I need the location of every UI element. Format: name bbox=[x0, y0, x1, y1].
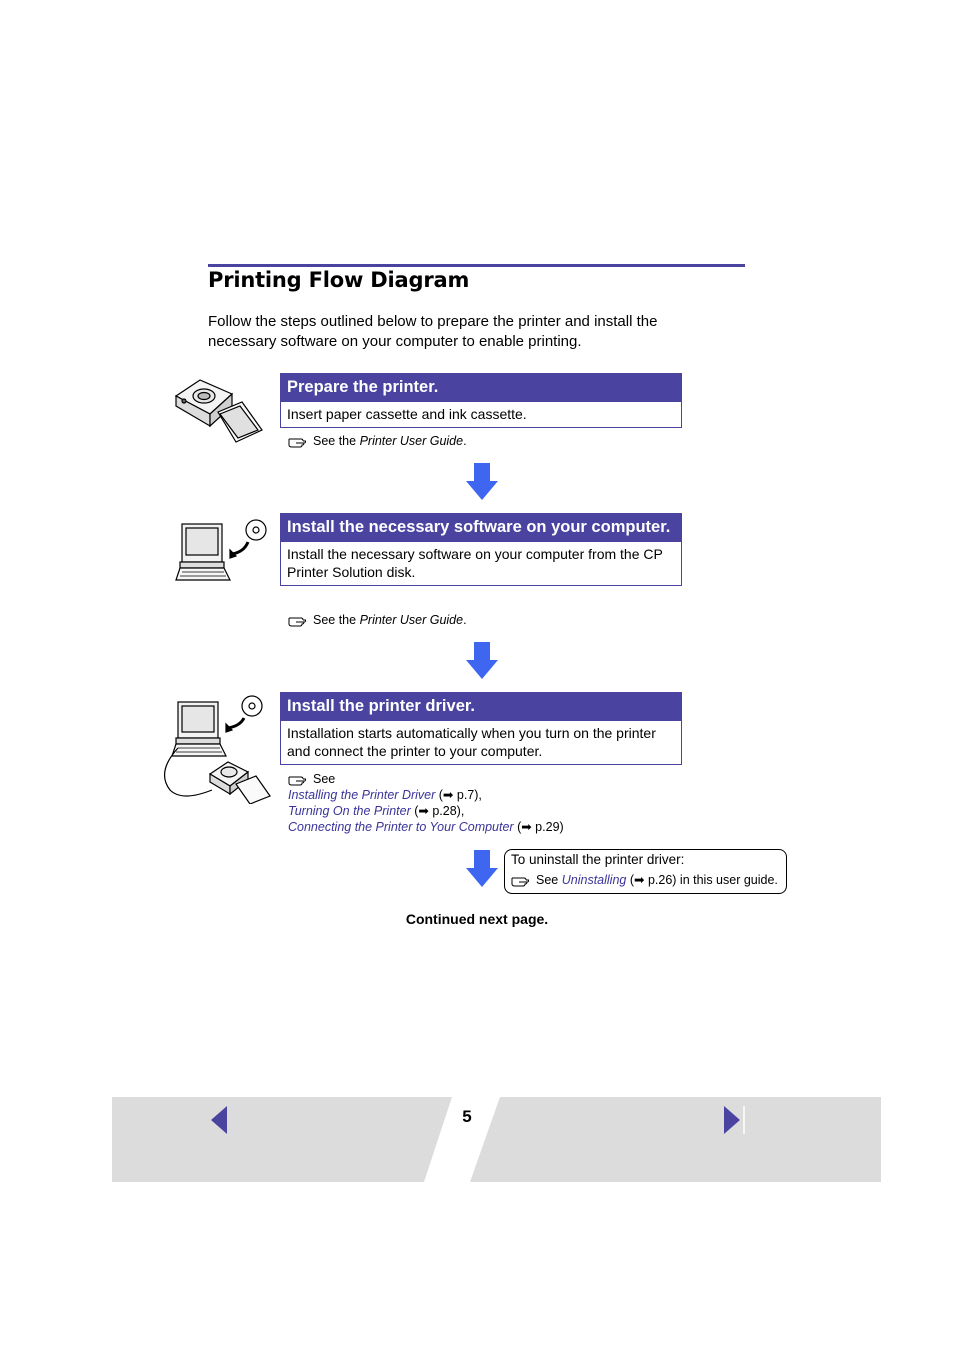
pointing-hand-icon bbox=[511, 877, 530, 887]
down-arrow-icon bbox=[466, 463, 498, 500]
see-prefix: See the bbox=[313, 613, 357, 627]
see-ref: Printer User Guide bbox=[359, 613, 464, 627]
link-connecting-printer[interactable]: Connecting the Printer to Your Computer bbox=[288, 820, 514, 834]
link-uninstalling[interactable]: Uninstalling bbox=[561, 873, 627, 887]
see-suffix: . bbox=[463, 613, 467, 627]
page-ref: (➡ p.28), bbox=[414, 804, 465, 818]
triangle-left-icon bbox=[211, 1106, 227, 1134]
step-title: Install the printer driver. bbox=[281, 693, 681, 721]
see-reference: See the Printer User Guide. bbox=[288, 612, 467, 628]
pointing-hand-icon bbox=[288, 617, 307, 627]
see-prefix: See bbox=[536, 873, 559, 887]
uninstall-heading: To uninstall the printer driver: bbox=[511, 852, 685, 867]
intro-text: Follow the steps outlined below to prepa… bbox=[208, 313, 658, 350]
page-number: 5 bbox=[462, 1107, 472, 1126]
continued-note: Continued next page. bbox=[405, 911, 549, 927]
next-page-button[interactable] bbox=[716, 1102, 746, 1138]
step-body: Insert paper cassette and ink cassette. bbox=[287, 406, 527, 422]
uninstall-note: To uninstall the printer driver: See Uni… bbox=[504, 849, 787, 894]
pointing-hand-icon bbox=[288, 438, 307, 448]
link-turning-on-printer[interactable]: Turning On the Printer bbox=[288, 804, 411, 818]
title-rule bbox=[208, 264, 745, 267]
see-reference: See Installing the Printer Driver (➡ p.7… bbox=[288, 771, 564, 835]
page-ref: (➡ p.29) bbox=[517, 820, 564, 834]
see-prefix: See bbox=[313, 772, 336, 786]
link-installing-printer-driver[interactable]: Installing the Printer Driver bbox=[288, 788, 436, 802]
see-suffix: . bbox=[463, 434, 467, 448]
computer-disk-illustration bbox=[175, 519, 267, 581]
step-install-software: Install the necessary software on your c… bbox=[280, 513, 682, 586]
step-body: Install the necessary software on your c… bbox=[287, 546, 663, 580]
prev-page-button[interactable] bbox=[205, 1102, 235, 1138]
down-arrow-icon bbox=[466, 642, 498, 679]
see-ref: Printer User Guide bbox=[359, 434, 464, 448]
step-title: Prepare the printer. bbox=[281, 374, 681, 402]
computer-printer-illustration bbox=[163, 695, 271, 804]
page-ref: (➡ p.26) in this user guide. bbox=[629, 873, 778, 887]
printer-illustration bbox=[174, 379, 263, 443]
down-arrow-icon bbox=[466, 850, 498, 887]
triangle-right-icon bbox=[724, 1106, 745, 1134]
uninstall-see: See Uninstalling (➡ p.26) in this user g… bbox=[511, 872, 778, 887]
page-ref: (➡ p.7), bbox=[438, 788, 482, 802]
step-body: Installation starts automatically when y… bbox=[287, 725, 656, 759]
pointing-hand-icon bbox=[288, 776, 307, 786]
page-title: Printing Flow Diagram bbox=[208, 268, 470, 292]
step-prepare-printer: Prepare the printer. Insert paper casset… bbox=[280, 373, 682, 428]
see-prefix: See the bbox=[313, 434, 357, 448]
see-reference: See the Printer User Guide. bbox=[288, 433, 467, 449]
step-title: Install the necessary software on your c… bbox=[281, 514, 681, 542]
step-install-driver: Install the printer driver. Installation… bbox=[280, 692, 682, 765]
